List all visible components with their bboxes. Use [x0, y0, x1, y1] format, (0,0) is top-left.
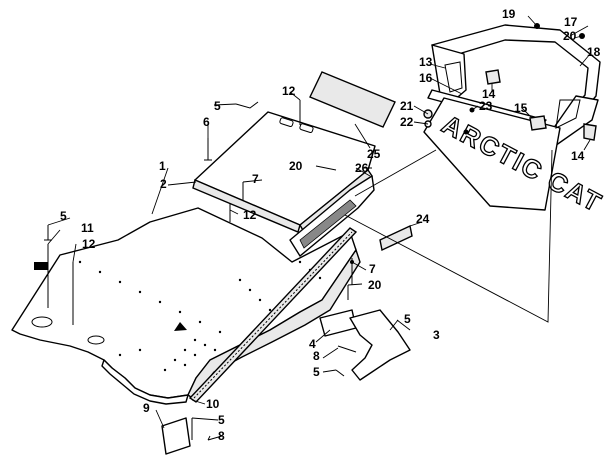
callout-12-mid: 12	[243, 208, 257, 222]
callout-5-lower: 5	[313, 365, 320, 379]
decal-small	[379, 224, 413, 252]
seat-base-side	[192, 179, 301, 233]
callout-24: 24	[416, 212, 430, 226]
bolt-11	[34, 262, 48, 270]
side-panel-decal	[299, 199, 357, 249]
rear-panel-plate	[423, 97, 561, 211]
decal-rectangle	[309, 71, 396, 128]
bumper-grip-pads	[444, 61, 581, 129]
callout-8-right: 8	[313, 349, 320, 363]
callout-11: 11	[81, 221, 94, 235]
tunnel-scalloped-edge	[101, 359, 189, 405]
callout-12-top: 12	[282, 84, 296, 98]
clip-14-right	[583, 123, 597, 141]
callout-5-top: 5	[214, 99, 221, 113]
tow-bracket	[319, 309, 411, 381]
leader-lines	[47, 15, 591, 441]
callout-7-right: 7	[369, 262, 376, 276]
callout-14-right: 14	[571, 149, 585, 163]
callout-5-left: 5	[60, 209, 67, 223]
callout-6: 6	[203, 115, 210, 129]
tunnel-arrow-mark	[174, 322, 187, 331]
callout-20-mid: 20	[289, 159, 303, 173]
rivet-5-left	[44, 225, 52, 241]
callout-5-bracket: 5	[404, 312, 411, 326]
callout-7-top: 7	[252, 172, 259, 186]
tunnel-rivet-pattern	[78, 256, 332, 372]
callout-23: 23	[479, 99, 493, 113]
callout-9: 9	[143, 401, 150, 415]
callout-13: 13	[419, 55, 433, 69]
callout-22: 22	[400, 115, 414, 129]
callout-2: 2	[160, 177, 167, 191]
seat-base-slot-left	[279, 117, 294, 127]
callout-3: 3	[433, 328, 440, 342]
screw-8-bottom	[207, 435, 223, 441]
callout-17: 17	[564, 15, 578, 29]
tunnel-side-panel	[289, 175, 375, 257]
callout-14-left: 14	[482, 87, 496, 101]
callout-10: 10	[206, 397, 220, 411]
screw-8-right	[337, 345, 357, 353]
callout-8-bottom: 8	[218, 429, 225, 443]
bumper-left-endcap	[431, 44, 467, 103]
bracket-arm	[349, 309, 411, 381]
clip-14-left	[485, 69, 501, 85]
callout-18: 18	[587, 45, 601, 59]
callout-labels: 1 2 3 4 5 5 5 5 5 6 7 7 8 8 9 10 11 12 1…	[60, 7, 601, 443]
bracket-plate	[319, 309, 357, 337]
rivet-5-top	[235, 101, 259, 109]
callout-12-left: 12	[82, 237, 96, 251]
screw-5-lower	[335, 369, 345, 377]
callout-16: 16	[419, 71, 433, 85]
callout-1: 1	[159, 159, 166, 173]
callout-20-right: 20	[368, 278, 382, 292]
callout-5-bottom: 5	[218, 413, 225, 427]
callout-21: 21	[400, 99, 414, 113]
callout-15: 15	[514, 101, 528, 115]
rear-bumper-assembly: ARCTIC CAT	[423, 23, 608, 219]
callout-26: 26	[355, 161, 369, 175]
callout-20-bumper: 20	[563, 29, 577, 43]
rivet-6	[204, 138, 212, 161]
seat-base-slot-right	[299, 123, 314, 133]
callout-25: 25	[367, 147, 381, 161]
snowflap	[161, 417, 191, 455]
tunnel-slot-rear	[31, 316, 53, 328]
callout-19: 19	[502, 7, 516, 21]
rivet-23-b	[463, 129, 469, 135]
callout-4: 4	[309, 337, 316, 351]
clip-15	[529, 115, 547, 131]
tunnel-slot-mid	[87, 335, 105, 345]
